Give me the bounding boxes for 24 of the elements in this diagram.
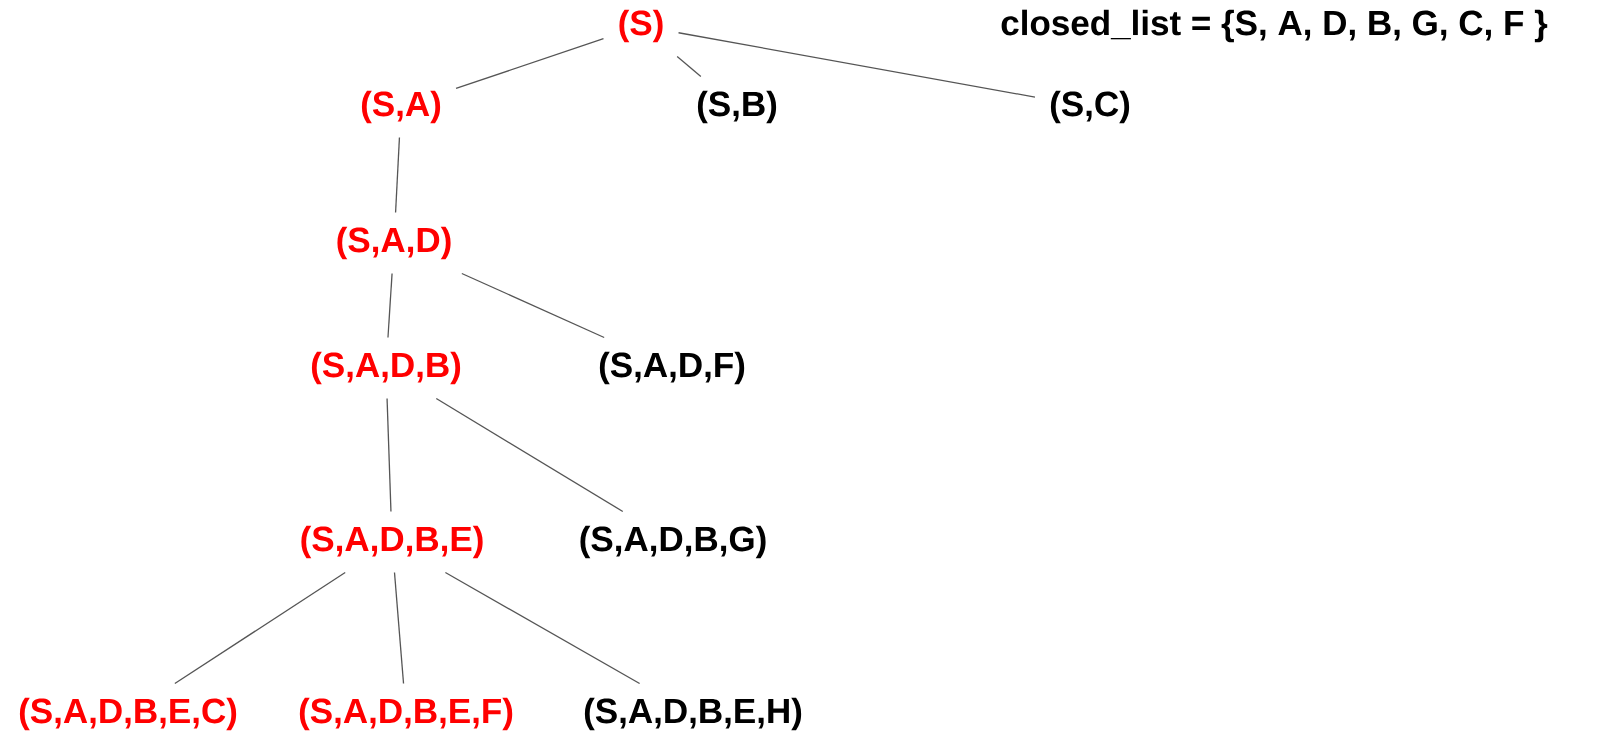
tree-edge	[174, 571, 346, 685]
path-label: (S,B)	[697, 90, 777, 124]
closed-list-text: closed_list = {S, A, D, B, G, C, F }	[1001, 9, 1548, 43]
tree-edge	[677, 32, 1036, 98]
path-label: (S,A)	[361, 90, 441, 124]
tree-edge	[676, 55, 702, 78]
tree-edge	[435, 397, 624, 513]
path-label: (S,A,D)	[337, 226, 451, 260]
tree-edge	[444, 571, 641, 685]
tree-edge	[387, 272, 393, 339]
path-label: (S,A,D,B)	[311, 351, 461, 385]
tree-edge	[386, 397, 392, 513]
tree-edge	[393, 571, 405, 685]
path-label: (S)	[619, 9, 663, 43]
path-label: (S,A,D,F)	[599, 351, 745, 385]
path-label: (S,A,D,B,E)	[301, 525, 483, 559]
path-label: (S,C)	[1050, 90, 1130, 124]
path-label: (S,A,D,B,E,F)	[299, 697, 513, 731]
tree-edge	[455, 38, 605, 90]
tree-edge	[461, 272, 605, 339]
path-label: (S,A,D,B,E,C)	[19, 697, 237, 731]
path-label: (S,A,D,B,G)	[580, 525, 766, 559]
path-label: (S,A,D,B,E,H)	[584, 697, 802, 731]
tree-edge	[394, 136, 401, 214]
